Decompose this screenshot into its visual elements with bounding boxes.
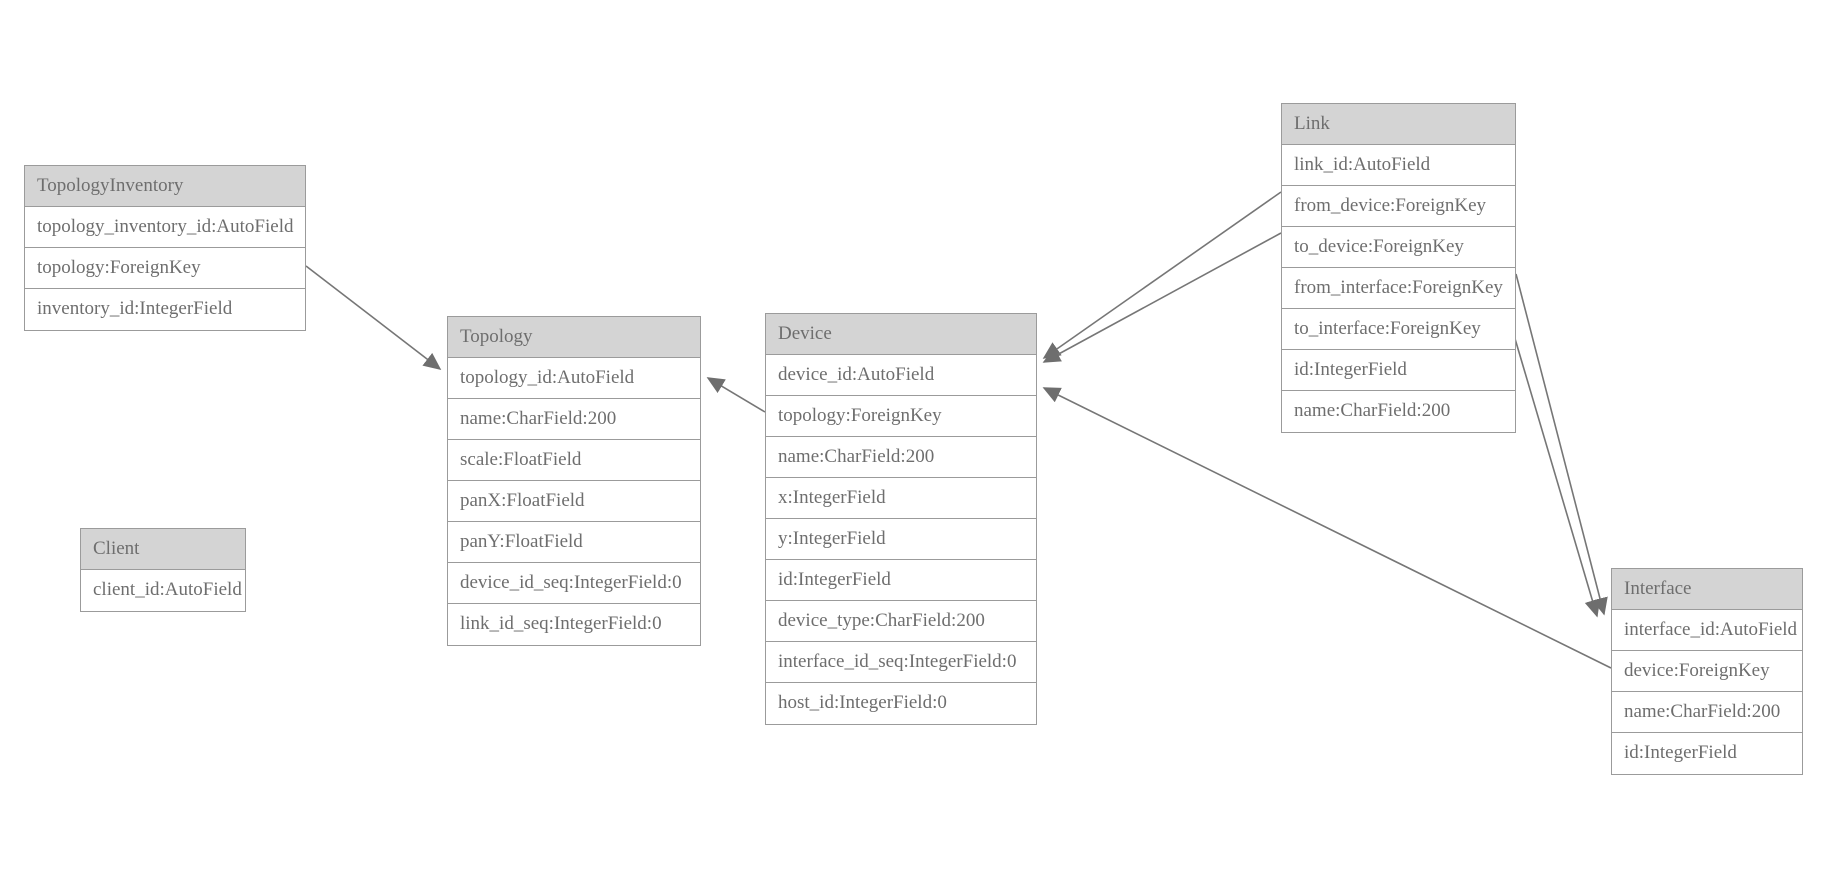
entity-field: device_id:AutoField <box>766 355 1036 396</box>
entity-title: Client <box>81 529 245 570</box>
entity-field: interface_id_seq:IntegerField:0 <box>766 642 1036 683</box>
entity-field: device_id_seq:IntegerField:0 <box>448 563 700 604</box>
entity-field: name:CharField:200 <box>766 437 1036 478</box>
entity-field: scale:FloatField <box>448 440 700 481</box>
entity-field: topology:ForeignKey <box>25 248 305 289</box>
entity-field: topology_inventory_id:AutoField <box>25 207 305 248</box>
edge-topologyinventory-topology <box>305 265 442 370</box>
entity-field: link_id:AutoField <box>1282 145 1515 186</box>
entity-title: Topology <box>448 317 700 358</box>
entity-field: from_device:ForeignKey <box>1282 186 1515 227</box>
entity-field: name:CharField:200 <box>1612 692 1802 733</box>
entity-field: device:ForeignKey <box>1612 651 1802 692</box>
edge-device-topology <box>706 377 766 413</box>
entity-field: topology:ForeignKey <box>766 396 1036 437</box>
entity-field: y:IntegerField <box>766 519 1036 560</box>
entity-field: inventory_id:IntegerField <box>25 289 305 330</box>
entity-field: from_interface:ForeignKey <box>1282 268 1515 309</box>
edge-link-from-interface <box>1515 273 1608 616</box>
entity-field: interface_id:AutoField <box>1612 610 1802 651</box>
edge-link-to-interface <box>1507 314 1601 618</box>
entity-topologyinventory[interactable]: TopologyInventory topology_inventory_id:… <box>24 165 306 331</box>
entity-field: x:IntegerField <box>766 478 1036 519</box>
entity-device[interactable]: Device device_id:AutoField topology:Fore… <box>765 313 1037 725</box>
edge-link-from-device <box>1042 191 1282 359</box>
entity-link[interactable]: Link link_id:AutoField from_device:Forei… <box>1281 103 1516 433</box>
entity-field: id:IntegerField <box>1282 350 1515 391</box>
entity-title: Link <box>1282 104 1515 145</box>
entity-title: Interface <box>1612 569 1802 610</box>
entity-field: client_id:AutoField <box>81 570 245 611</box>
entity-field: to_interface:ForeignKey <box>1282 309 1515 350</box>
entity-field: id:IntegerField <box>1612 733 1802 774</box>
entity-field: to_device:ForeignKey <box>1282 227 1515 268</box>
entity-title: TopologyInventory <box>25 166 305 207</box>
entity-field: device_type:CharField:200 <box>766 601 1036 642</box>
entity-interface[interactable]: Interface interface_id:AutoField device:… <box>1611 568 1803 775</box>
entity-field: id:IntegerField <box>766 560 1036 601</box>
entity-title: Device <box>766 314 1036 355</box>
entity-field: panY:FloatField <box>448 522 700 563</box>
entity-field: host_id:IntegerField:0 <box>766 683 1036 724</box>
entity-field: panX:FloatField <box>448 481 700 522</box>
edge-link-to-device <box>1042 232 1282 363</box>
entity-field: name:CharField:200 <box>448 399 700 440</box>
entity-topology[interactable]: Topology topology_id:AutoField name:Char… <box>447 316 701 646</box>
entity-field: topology_id:AutoField <box>448 358 700 399</box>
entity-field: link_id_seq:IntegerField:0 <box>448 604 700 645</box>
entity-client[interactable]: Client client_id:AutoField <box>80 528 246 612</box>
entity-field: name:CharField:200 <box>1282 391 1515 432</box>
